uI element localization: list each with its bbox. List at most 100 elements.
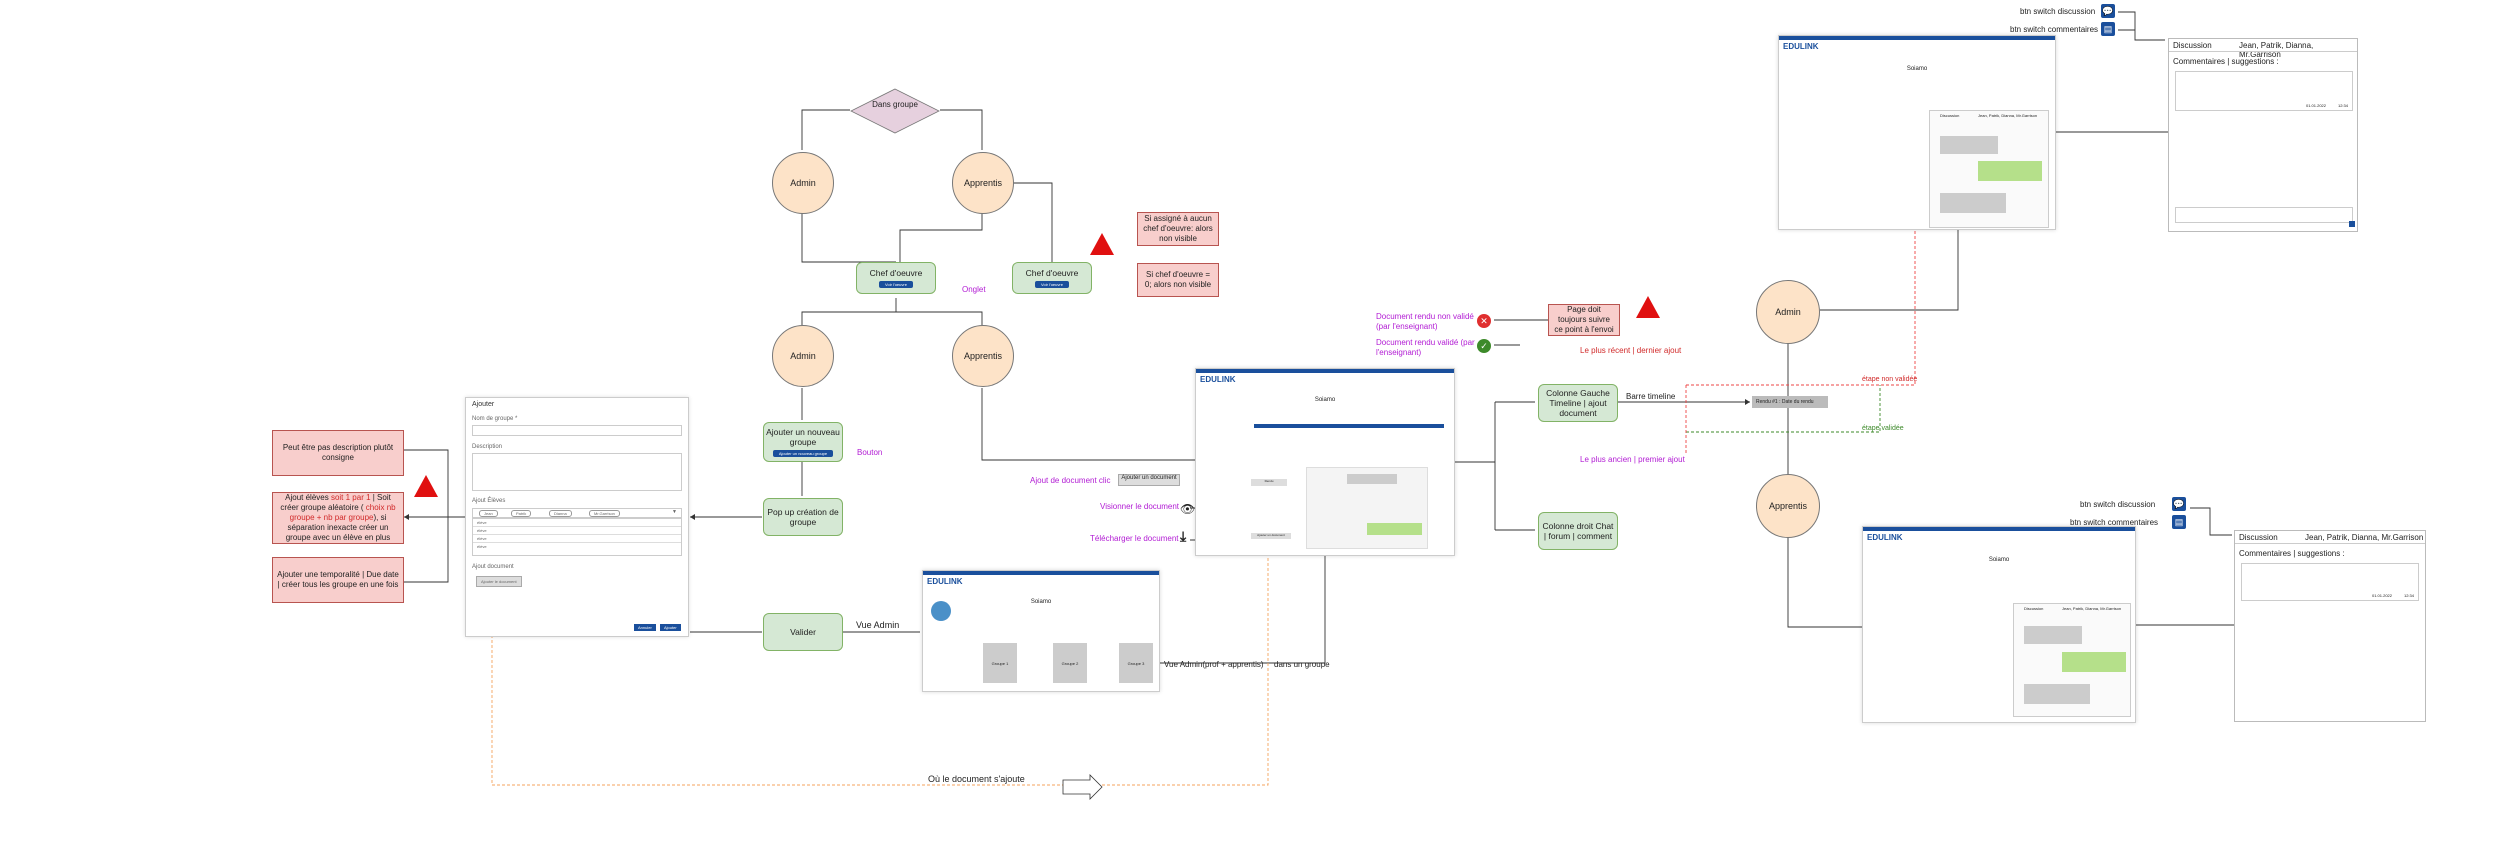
chat-header-title: Discussion [1940, 113, 1960, 118]
line-admin-chef [801, 212, 896, 263]
panel-comment-box[interactable]: 01.01.2022 12:34 [2175, 71, 2353, 111]
chat-bubble [1978, 161, 2042, 181]
form-document-button[interactable]: Ajouter le document [476, 576, 522, 587]
group-card-1[interactable]: Groupe 1 [983, 643, 1017, 683]
circle-admin-2: Admin [772, 325, 834, 387]
list-item[interactable]: élève [473, 519, 681, 527]
line-adminR-shot [1820, 228, 1959, 311]
mock-title: Soiamo [1030, 599, 1052, 605]
circle-admin-right: Admin [1756, 280, 1820, 344]
group-card-3[interactable]: Groupe 3 [1119, 643, 1153, 683]
doc-valide-label: Document rendu validé (par l'enseignant) [1376, 338, 1475, 357]
decision-label: Dans groupe [872, 100, 918, 109]
dans-un-groupe-label: dans un groupe [1274, 660, 1330, 669]
chat-bubble [1940, 136, 1998, 154]
etape-non-validee-label: étape non validée [1862, 376, 1918, 383]
plus-ancien-label: Le plus ancien | premier ajout [1580, 455, 1685, 464]
panel-comment-box[interactable]: 01.01.2022 12:34 [2241, 563, 2419, 601]
panel-participants: Jean, Patrik, Dianna, Mr.Garrison [2305, 533, 2424, 542]
btn-switch-commentaires-label: btn switch commentaires [2010, 25, 2099, 34]
top-bar [1779, 36, 2055, 40]
chat-icon[interactable]: 💬 [2172, 497, 2186, 511]
chef-oeuvre-label-2: Chef d'oeuvre [1025, 268, 1079, 278]
chip: Dianna [549, 510, 572, 517]
line-mock2-mock1 [1160, 555, 1326, 664]
comment-time: 12:34 [2403, 593, 2414, 598]
logo: EDULINK [1867, 533, 1903, 542]
line-chef-admin2 [801, 298, 897, 325]
form-eleves-input[interactable]: Jean Patrik Dianna Mr.Garrison ▼ [472, 508, 682, 518]
page-note: Page doit toujours suivre ce point à l'e… [1548, 304, 1620, 336]
panel-divider [2235, 543, 2425, 544]
warning-triangle-icon [1090, 233, 1114, 255]
bouton-label: Bouton [857, 448, 883, 457]
check-icon: ✓ [1477, 339, 1491, 353]
chat-bubble [1347, 474, 1397, 484]
form-description-input[interactable] [472, 453, 682, 491]
top-bar [923, 571, 1159, 575]
form-ok-button[interactable]: Ajouter [660, 624, 681, 631]
chat-bubble [1940, 193, 2006, 213]
top-bar [1196, 369, 1454, 373]
telecharger-label: Télécharger le document [1090, 534, 1179, 543]
chat-bubble [2024, 684, 2090, 704]
download-icon[interactable]: ⤓ [1180, 528, 1187, 544]
note-ajout-eleves: Ajout élèves soit 1 par 1 | Soit créer g… [272, 492, 404, 544]
panel-divider [2169, 51, 2357, 52]
discussion-screenshot-2: EDULINK Soiamo Discussion Jean, Patrik, … [1862, 526, 2136, 723]
chevron-down-icon[interactable]: ▼ [672, 509, 677, 515]
list-item[interactable]: élève [477, 544, 487, 549]
chat-icon[interactable]: 💬 [2101, 4, 2115, 18]
chat-panel: Discussion Jean, Patrik, Dianna, Mr.Garr… [2013, 603, 2131, 717]
form-cancel-button[interactable]: Annuler [634, 624, 656, 631]
arrow-rendu [1745, 399, 1750, 405]
circle-apprentis: Apprentis [952, 152, 1014, 214]
line-apprentis-chef [899, 212, 983, 262]
logo: EDULINK [927, 577, 963, 586]
ajouter-groupe-button[interactable]: Ajouter un nouveau groupe [772, 450, 834, 457]
comment-icon[interactable]: ▤ [2101, 22, 2115, 36]
arrow-note [404, 514, 409, 520]
warning-triangle-icon-2 [414, 475, 438, 497]
valider-box: Valider [763, 613, 843, 651]
vue-adminprof-label: Vue Admin(prof + apprentis) [1164, 660, 1264, 669]
comment-icon[interactable]: ▤ [2172, 515, 2186, 529]
chef-oeuvre-button-2[interactable]: Voir l'oeuvre [1035, 281, 1069, 288]
list-item[interactable]: élève [473, 527, 681, 535]
chef-oeuvre-button[interactable]: Voir l'oeuvre [879, 281, 913, 288]
popup-label: Pop up création de groupe [767, 507, 839, 527]
chip: Mr.Garrison [589, 510, 620, 517]
panel-discussion-title: Discussion [2239, 533, 2278, 542]
form-nom-input[interactable] [472, 425, 682, 436]
ou-document-label: Où le document s'ajoute [928, 774, 1025, 784]
line-apprentis2-mock [981, 388, 1195, 461]
chat-bubble [2024, 626, 2082, 644]
note-ajout-eleves-text: Ajout élèves soit 1 par 1 | Soit créer g… [280, 493, 396, 542]
popup-box: Pop up création de groupe [763, 498, 843, 536]
send-icon[interactable] [2349, 221, 2355, 227]
comment-date: 01.01.2022 [2371, 593, 2392, 598]
plus-recent-label: Le plus récent | dernier ajout [1580, 346, 1682, 355]
panel-discussion-title: Discussion [2173, 41, 2212, 50]
comment-date: 01.01.2022 [2305, 103, 2326, 108]
vue-admin-label: Vue Admin [856, 620, 900, 630]
list-item[interactable]: élève [473, 535, 681, 543]
panel-reply-input[interactable] [2175, 207, 2353, 223]
note-assigne: Si assigné à aucun chef d'oeuvre: alors … [1137, 212, 1219, 246]
mock-ajouter-document-button[interactable]: Ajouter un document [1251, 533, 1291, 539]
avatar [931, 601, 951, 621]
form-eleves-label: Ajout Élèves [472, 498, 506, 504]
red-dashed [1686, 228, 1916, 386]
doc-non-valide-label: Document rendu non validé (par l'enseign… [1376, 312, 1474, 331]
group-card-2[interactable]: Groupe 2 [1053, 643, 1087, 683]
onglet-label: Onglet [962, 285, 986, 294]
top-bar [1863, 527, 2135, 531]
ajouter-groupe-label: Ajouter un nouveau groupe [766, 427, 840, 447]
line-apprentis-chef2 [1012, 182, 1053, 262]
btn-switch-discussion-label-2: btn switch discussion [2080, 500, 2156, 509]
admin-label-right: Admin [1775, 307, 1801, 317]
rendu-chip[interactable]: Rendu #1 : Date du rendu [1752, 396, 1828, 408]
eye-icon[interactable]: 👁 [1180, 502, 1196, 516]
ajouter-document-button[interactable]: Ajouter un document [1118, 474, 1180, 486]
